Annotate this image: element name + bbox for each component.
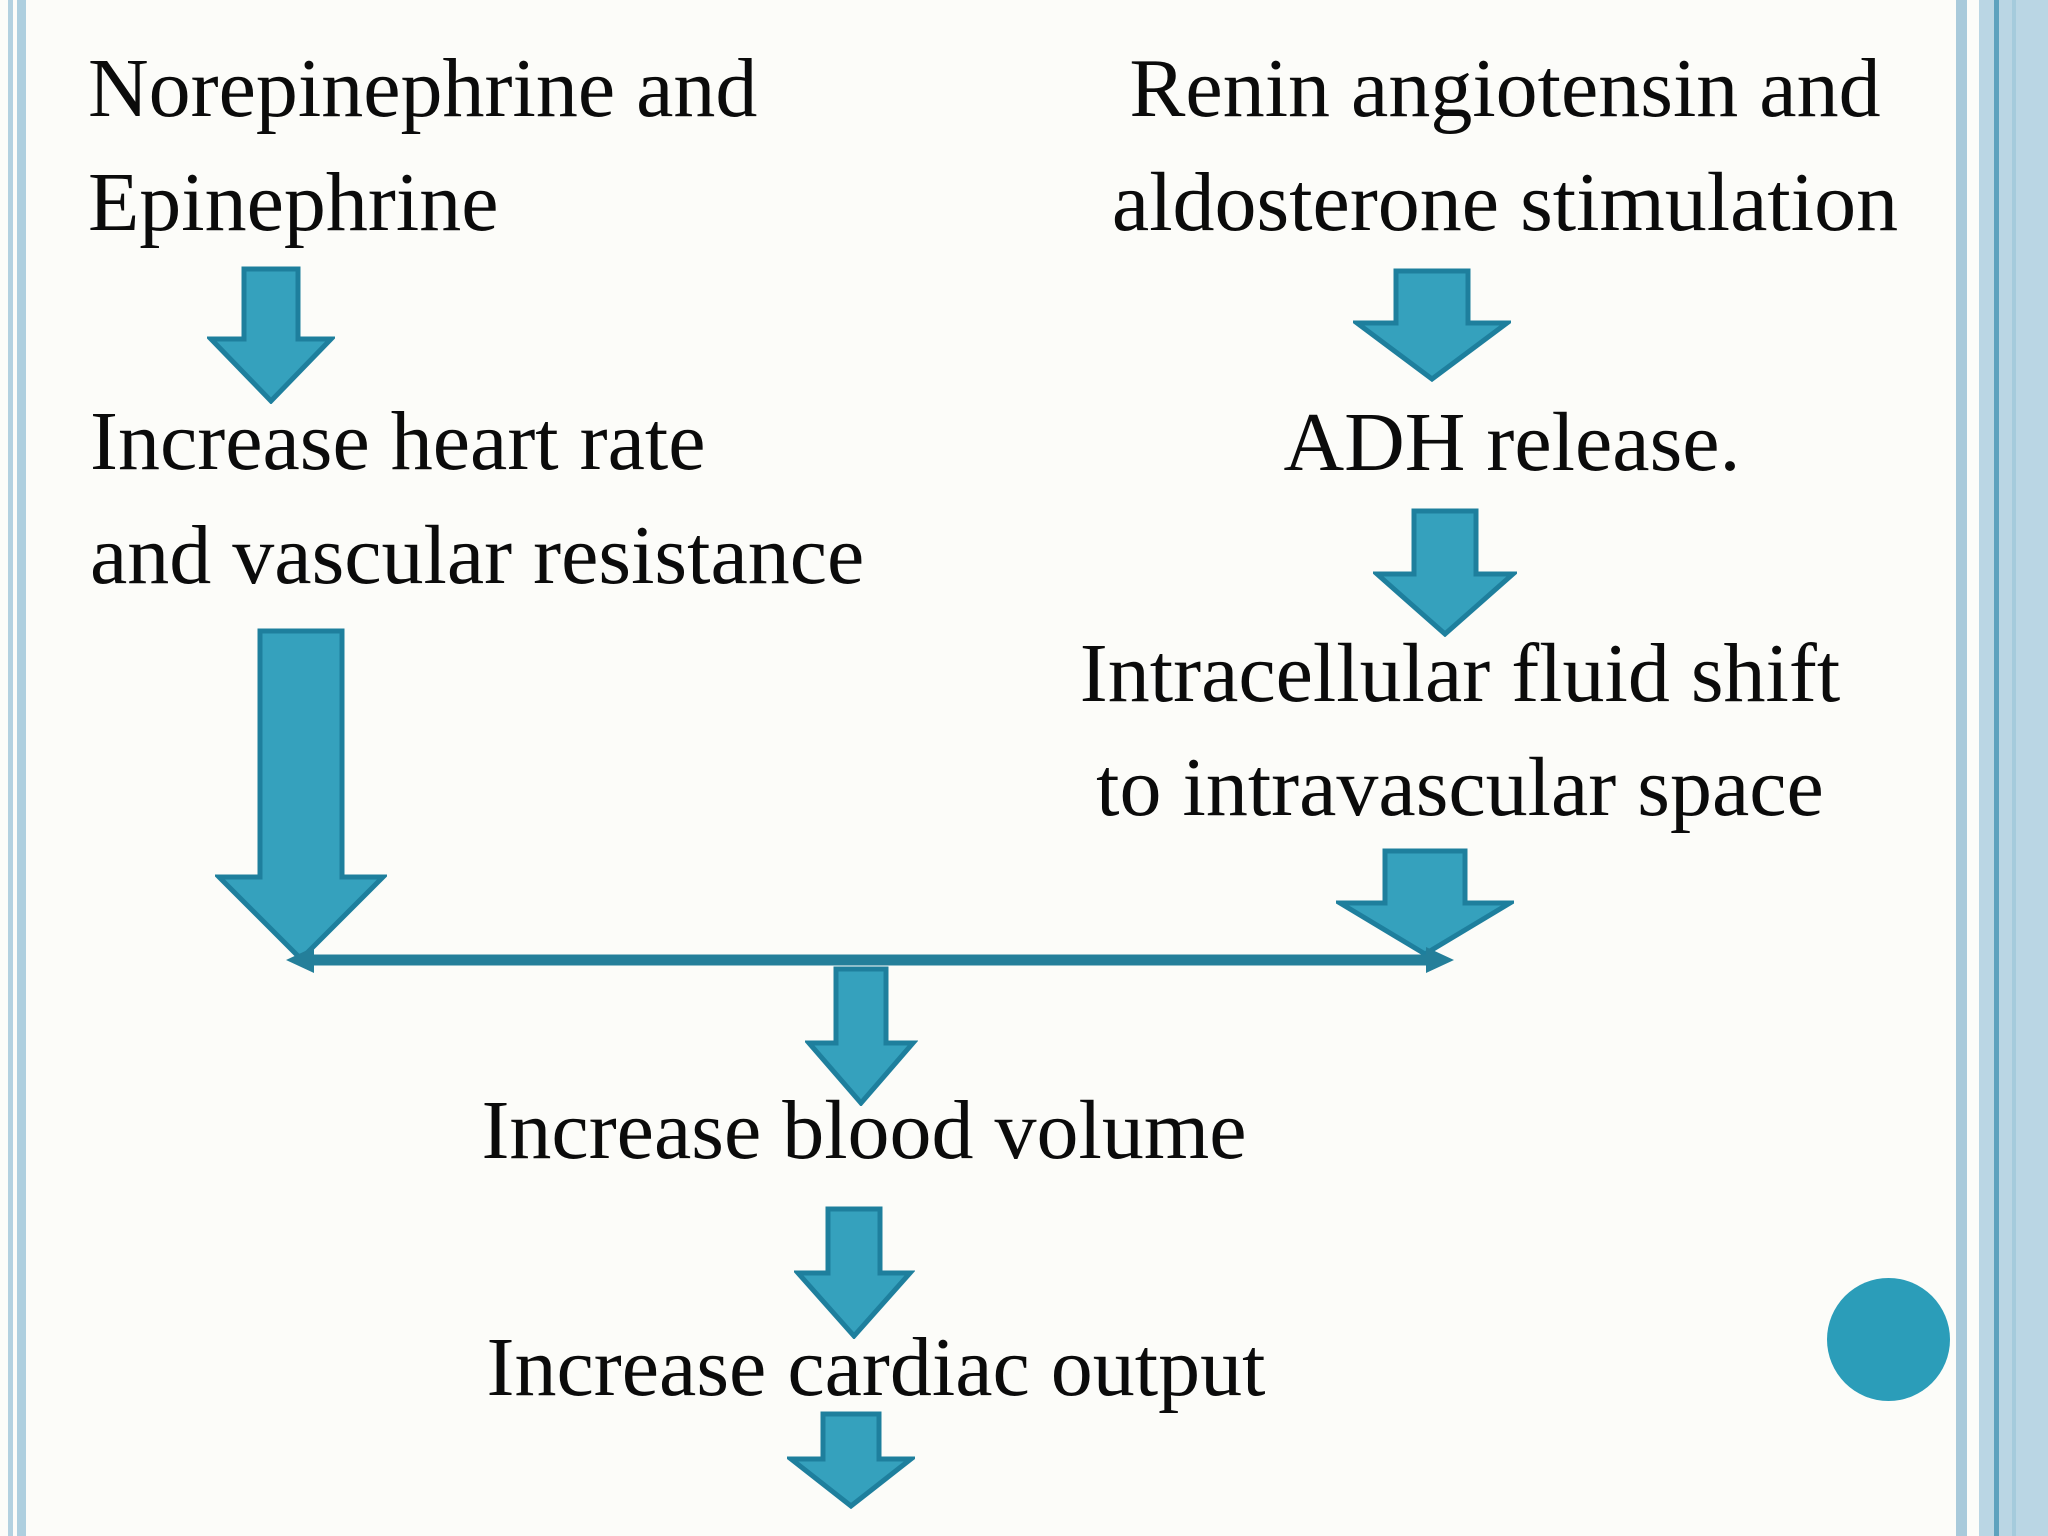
node-norepinephrine: Norepinephrine and Epinephrine: [88, 32, 757, 260]
down-arrow-icon-renin: [1353, 268, 1511, 382]
down-arrow-icon-to-blood-volume: [805, 966, 918, 1106]
node-norepinephrine-line1: Norepinephrine and: [88, 42, 758, 135]
decorative-circle: [1827, 1278, 1950, 1401]
node-adh-release-text: ADH release.: [1283, 396, 1741, 489]
down-arrow-icon-bottom: [787, 1411, 915, 1509]
node-intracellular-fluid-shift-line2: to intravascular space: [1096, 741, 1824, 834]
node-intracellular-fluid-shift-line1: Intracellular fluid shift: [1079, 627, 1841, 720]
right-border-accent-line: [1994, 0, 1999, 1536]
node-renin-angiotensin-line2: aldosterone stimulation: [1111, 156, 1899, 249]
down-arrow-icon-to-cardiac-output: [794, 1206, 915, 1339]
node-norepinephrine-line2: Epinephrine: [88, 156, 499, 249]
node-adh-release: ADH release.: [1212, 386, 1812, 500]
left-border-stripe-thin: [8, 0, 13, 1536]
connector-line: [286, 947, 1454, 973]
connector-left-arrowhead-icon: [286, 947, 314, 973]
down-arrow-icon-adh: [1373, 508, 1517, 637]
down-arrow-icon-fluid-shift: [1336, 848, 1514, 957]
down-arrow-icon-heart-rate-long: [215, 628, 387, 962]
connector-right-arrowhead-icon: [1426, 947, 1454, 973]
node-increase-heart-rate-line2: and vascular resistance: [90, 509, 865, 602]
node-renin-angiotensin: Renin angiotensin and aldosterone stimul…: [1055, 32, 1955, 260]
node-renin-angiotensin-line1: Renin angiotensin and: [1129, 42, 1881, 135]
node-increase-heart-rate: Increase heart rate and vascular resista…: [90, 385, 864, 613]
node-increase-cardiac-output: Increase cardiac output: [426, 1311, 1326, 1425]
right-border-stripe: [1956, 0, 1967, 1536]
right-border-inner-line: [2012, 0, 2016, 1536]
left-border-stripe-wide: [17, 0, 26, 1536]
node-increase-cardiac-output-text: Increase cardiac output: [486, 1321, 1266, 1414]
down-arrow-icon-norepinephrine: [207, 266, 335, 404]
node-intracellular-fluid-shift: Intracellular fluid shift to intravascul…: [1010, 617, 1910, 845]
node-increase-heart-rate-line1: Increase heart rate: [90, 395, 706, 488]
